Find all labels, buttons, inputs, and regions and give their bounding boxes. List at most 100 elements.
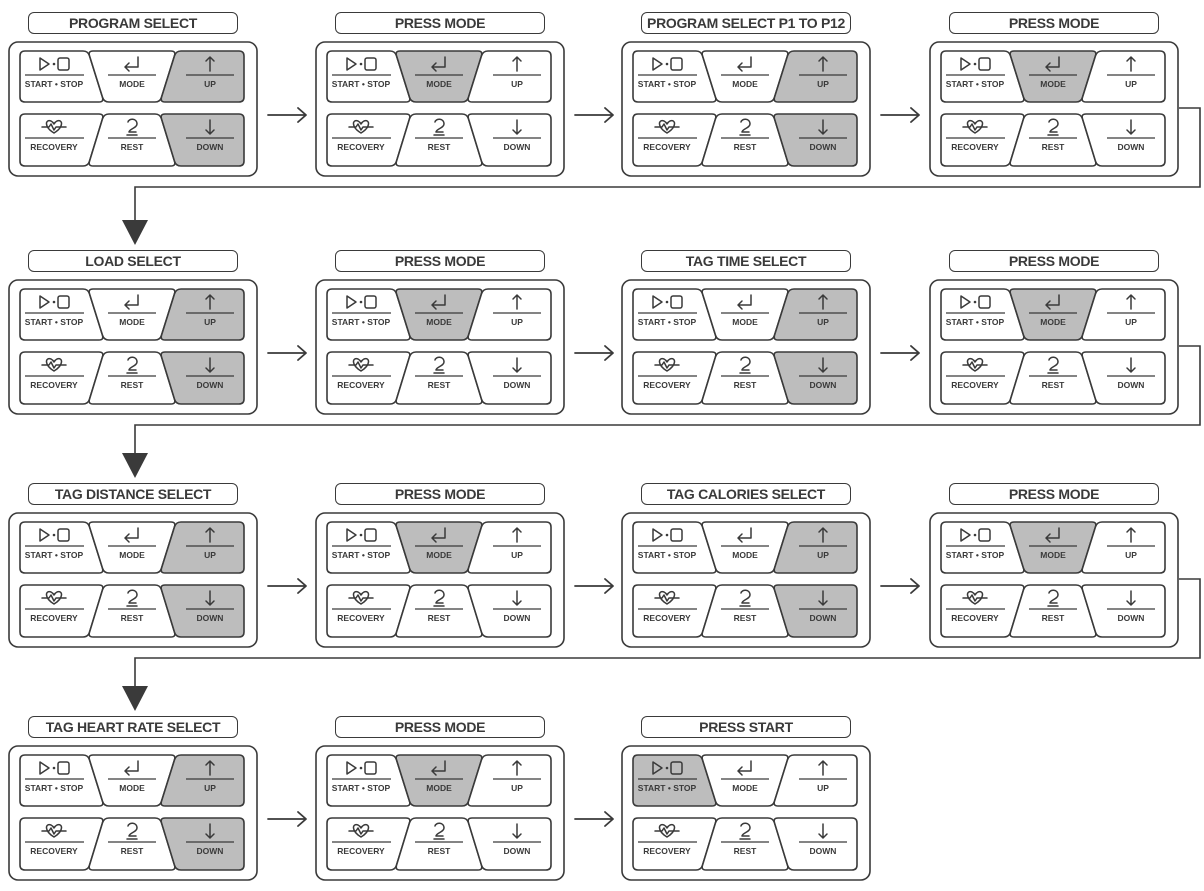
up-key[interactable]: UP: [1081, 50, 1166, 103]
start-stop-key[interactable]: START • STOP: [19, 50, 104, 103]
heart-pulse-icon: [962, 119, 988, 134]
up-key-shape: [160, 50, 245, 103]
down-key[interactable]: DOWN: [160, 584, 245, 638]
up-key[interactable]: UP: [160, 288, 245, 341]
recovery-key[interactable]: RECOVERY: [326, 113, 411, 167]
recovery-key-label: RECOVERY: [337, 613, 385, 623]
recovery-key[interactable]: RECOVERY: [19, 113, 104, 167]
start-stop-key[interactable]: START • STOP: [19, 521, 104, 574]
play-stop-icon: [652, 57, 683, 71]
recovery-key[interactable]: RECOVERY: [940, 584, 1025, 638]
flow-arrow-icon: [267, 811, 307, 827]
start-stop-key[interactable]: START • STOP: [19, 754, 104, 807]
step-title: TAG CALORIES SELECT: [641, 483, 851, 505]
row-connector-3: [122, 578, 1201, 711]
mode-key[interactable]: MODE: [395, 288, 483, 341]
recovery-key[interactable]: RECOVERY: [19, 584, 104, 638]
up-key[interactable]: UP: [160, 50, 245, 103]
down-key[interactable]: DOWN: [160, 113, 245, 167]
recovery-key[interactable]: RECOVERY: [632, 113, 717, 167]
play-stop-icon: [39, 761, 70, 775]
step-title: PRESS MODE: [949, 12, 1159, 34]
up-key[interactable]: UP: [467, 521, 552, 574]
up-arrow-icon: [1126, 527, 1136, 543]
up-key[interactable]: UP: [1081, 288, 1166, 341]
up-key[interactable]: UP: [773, 754, 858, 807]
start-stop-key-label: START • STOP: [332, 783, 391, 793]
down-key-shape: [773, 113, 858, 167]
down-arrow-icon: [1126, 357, 1136, 373]
up-arrow-icon: [1126, 294, 1136, 310]
down-key[interactable]: DOWN: [467, 351, 552, 405]
mode-key-label: MODE: [119, 550, 145, 560]
down-key-label: DOWN: [197, 613, 224, 623]
up-key[interactable]: UP: [160, 521, 245, 574]
row-connector-2: [122, 345, 1201, 478]
up-key[interactable]: UP: [773, 288, 858, 341]
down-key[interactable]: DOWN: [1081, 351, 1166, 405]
down-arrow-icon: [818, 357, 828, 373]
down-key-label: DOWN: [810, 380, 837, 390]
step-title: PRESS MODE: [949, 250, 1159, 272]
recovery-key[interactable]: RECOVERY: [632, 817, 717, 871]
mode-key[interactable]: MODE: [1009, 50, 1097, 103]
down-key[interactable]: DOWN: [160, 817, 245, 871]
rest-key[interactable]: REST: [395, 113, 483, 167]
start-stop-key[interactable]: START • STOP: [632, 288, 717, 341]
up-arrow-icon: [205, 294, 215, 310]
down-arrow-icon: [818, 590, 828, 606]
mode-key[interactable]: MODE: [88, 50, 176, 103]
recovery-key[interactable]: RECOVERY: [19, 817, 104, 871]
down-key[interactable]: DOWN: [773, 351, 858, 405]
enter-arrow-icon: [124, 527, 139, 543]
up-key[interactable]: UP: [160, 754, 245, 807]
down-arrow-icon: [512, 357, 522, 373]
start-stop-key[interactable]: START • STOP: [632, 521, 717, 574]
up-key[interactable]: UP: [467, 288, 552, 341]
up-key[interactable]: UP: [467, 754, 552, 807]
down-key-shape: [467, 351, 552, 405]
flow-arrow-icon: [880, 107, 920, 123]
down-arrow-icon: [122, 453, 148, 478]
down-key[interactable]: DOWN: [467, 817, 552, 871]
down-arrow-icon: [122, 220, 148, 245]
up-key[interactable]: UP: [467, 50, 552, 103]
down-key[interactable]: DOWN: [467, 584, 552, 638]
rest-key-label: REST: [1042, 613, 1065, 623]
recovery-key[interactable]: RECOVERY: [19, 351, 104, 405]
down-key[interactable]: DOWN: [773, 584, 858, 638]
mode-key[interactable]: MODE: [701, 50, 789, 103]
start-stop-key-label: START • STOP: [332, 79, 391, 89]
mode-key-label: MODE: [426, 79, 452, 89]
heart-pulse-icon: [962, 357, 988, 372]
mode-key[interactable]: MODE: [88, 521, 176, 574]
mode-key-label: MODE: [426, 317, 452, 327]
mode-key[interactable]: MODE: [1009, 521, 1097, 574]
down-key[interactable]: DOWN: [1081, 113, 1166, 167]
rest-key[interactable]: REST: [701, 113, 789, 167]
step-title: TAG HEART RATE SELECT: [28, 716, 238, 738]
up-key[interactable]: UP: [1081, 521, 1166, 574]
rest-key[interactable]: REST: [395, 817, 483, 871]
recovery-key[interactable]: RECOVERY: [632, 584, 717, 638]
mode-key[interactable]: MODE: [701, 521, 789, 574]
enter-arrow-icon: [124, 294, 139, 310]
start-stop-key[interactable]: START • STOP: [19, 288, 104, 341]
up-key[interactable]: UP: [773, 521, 858, 574]
down-key[interactable]: DOWN: [160, 351, 245, 405]
down-key[interactable]: DOWN: [1081, 584, 1166, 638]
rest-key[interactable]: REST: [395, 584, 483, 638]
down-key[interactable]: DOWN: [467, 113, 552, 167]
enter-arrow-icon: [431, 294, 446, 310]
rest-key[interactable]: REST: [1009, 351, 1097, 405]
up-key-shape: [160, 288, 245, 341]
down-key[interactable]: DOWN: [773, 113, 858, 167]
down-key[interactable]: DOWN: [773, 817, 858, 871]
up-key[interactable]: UP: [773, 50, 858, 103]
rest-icon: [1047, 589, 1059, 607]
down-key-shape: [467, 113, 552, 167]
flow-arrow-icon: [574, 811, 614, 827]
mode-key[interactable]: MODE: [1009, 288, 1097, 341]
down-key-label: DOWN: [197, 380, 224, 390]
